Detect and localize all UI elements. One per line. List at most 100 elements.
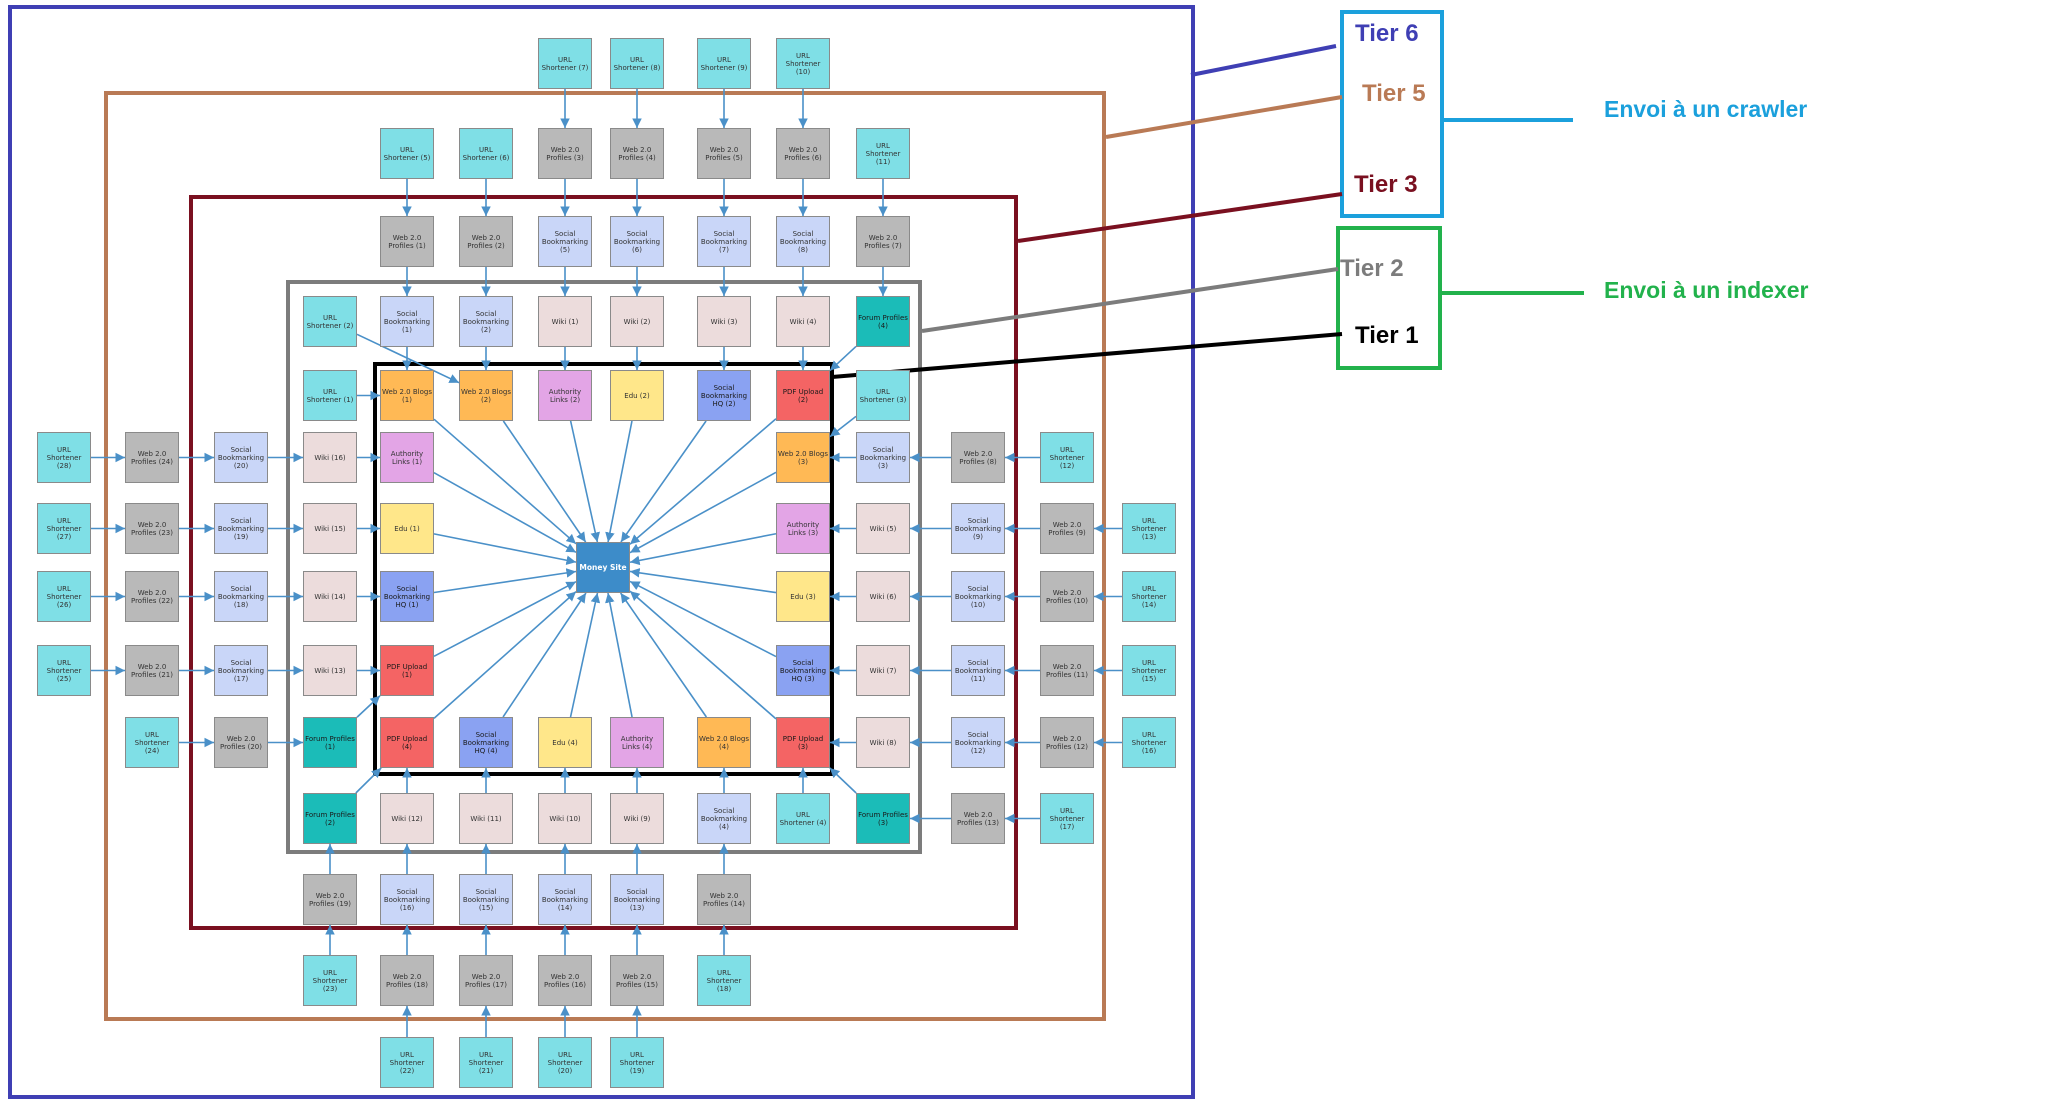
web20-profiles-node: Web 2.0 Profiles (19)	[303, 874, 357, 925]
node-label: Social Bookmarking (19)	[217, 516, 265, 541]
link-arrow	[829, 767, 857, 794]
crawler-label: Envoi à un crawler	[1604, 96, 1808, 122]
node-label: Edu (4)	[552, 738, 578, 747]
node-label: Web 2.0 Profiles (12)	[1045, 734, 1088, 751]
wiki-node: Wiki (5)	[856, 503, 910, 554]
web20-profiles-node: Web 2.0 Profiles (8)	[951, 432, 1005, 483]
tier3-label: Tier 3	[1354, 171, 1418, 198]
tier1-boundary	[373, 362, 834, 776]
node-label: Social Bookmarking (8)	[779, 229, 827, 254]
node-label: Web 2.0 Profiles (22)	[130, 588, 173, 605]
node-label: Social Bookmarking (10)	[954, 584, 1002, 609]
link-arrow	[433, 580, 577, 658]
web20-profiles-node: Web 2.0 Profiles (23)	[125, 503, 179, 554]
url-shortener-node: URL Shortener (28)	[37, 432, 91, 483]
node-label: URL Shortener (24)	[134, 730, 170, 755]
node-label: Web 2.0 Profiles (4)	[618, 145, 656, 162]
tier2-label: Tier 2	[1340, 255, 1404, 282]
node-label: Social Bookmarking (1)	[383, 309, 431, 334]
wiki-node: Wiki (4)	[776, 296, 830, 347]
node-label: Web 2.0 Profiles (7)	[864, 233, 902, 250]
node-label: Authority Links (1)	[390, 449, 424, 466]
node-label: Web 2.0 Profiles (2)	[467, 233, 505, 250]
url-shortener-node: URL Shortener (21)	[459, 1037, 513, 1088]
url-shortener-node: URL Shortener (12)	[1040, 432, 1094, 483]
node-label: URL Shortener (6)	[462, 145, 510, 162]
money-site-label: Money Site	[579, 562, 627, 572]
node-label: URL Shortener (17)	[1049, 806, 1085, 831]
link-arrow	[433, 533, 577, 565]
edu-node: Edu (1)	[380, 503, 434, 554]
url-shortener-node: URL Shortener (22)	[380, 1037, 434, 1088]
social-bookmarking-node: Social Bookmarking (6)	[610, 216, 664, 267]
node-label: Wiki (8)	[869, 738, 897, 747]
wiki-node: Wiki (7)	[856, 645, 910, 696]
node-label: Wiki (3)	[710, 317, 738, 326]
url-shortener-node: URL Shortener (8)	[610, 38, 664, 89]
url-shortener-node: URL Shortener (3)	[856, 370, 910, 421]
web20-profiles-node: Web 2.0 Profiles (4)	[610, 128, 664, 179]
tier6-leader	[1190, 44, 1337, 77]
link-arrow	[355, 767, 382, 794]
web20-profiles-node: Web 2.0 Profiles (10)	[1040, 571, 1094, 622]
authority-links-node: Authority Links (3)	[776, 503, 830, 554]
indexer-group-box	[1336, 226, 1442, 370]
money-site-node: Money Site	[576, 542, 630, 593]
web20-blogs-node: Web 2.0 Blogs (4)	[697, 717, 751, 768]
node-label: Wiki (16)	[314, 453, 346, 462]
node-label: URL Shortener (22)	[389, 1050, 425, 1075]
node-label: Social Bookmarking HQ (1)	[383, 584, 431, 609]
node-label: URL Shortener (4)	[779, 810, 827, 827]
node-label: Social Bookmarking (3)	[859, 445, 907, 470]
link-arrow	[629, 532, 777, 566]
link-arrow	[629, 590, 777, 720]
web20-profiles-node: Web 2.0 Profiles (3)	[538, 128, 592, 179]
social-bookmarking-hq-node: Social Bookmarking HQ (4)	[459, 717, 513, 768]
web20-profiles-node: Web 2.0 Profiles (18)	[380, 955, 434, 1006]
node-label: Social Bookmarking (13)	[613, 887, 661, 912]
node-label: Social Bookmarking (20)	[217, 445, 265, 470]
url-shortener-node: URL Shortener (16)	[1122, 717, 1176, 768]
web20-profiles-node: Web 2.0 Profiles (6)	[776, 128, 830, 179]
node-label: URL Shortener (11)	[865, 141, 901, 166]
node-label: Wiki (4)	[789, 317, 817, 326]
node-label: PDF Upload (1)	[386, 662, 428, 679]
web20-profiles-node: Web 2.0 Profiles (13)	[951, 793, 1005, 844]
node-label: Web 2.0 Profiles (10)	[1045, 588, 1088, 605]
pdf-upload-node: PDF Upload (3)	[776, 717, 830, 768]
url-shortener-node: URL Shortener (26)	[37, 571, 91, 622]
link-arrow	[829, 345, 857, 372]
url-shortener-node: URL Shortener (4)	[776, 793, 830, 844]
node-label: URL Shortener (9)	[700, 55, 748, 72]
wiki-node: Wiki (16)	[303, 432, 357, 483]
web20-profiles-node: Web 2.0 Profiles (17)	[459, 955, 513, 1006]
edu-node: Edu (4)	[538, 717, 592, 768]
node-label: URL Shortener (13)	[1131, 516, 1167, 541]
social-bookmarking-node: Social Bookmarking (13)	[610, 874, 664, 925]
node-label: Wiki (6)	[869, 592, 897, 601]
node-label: Social Bookmarking (6)	[613, 229, 661, 254]
authority-links-node: Authority Links (4)	[610, 717, 664, 768]
web20-profiles-node: Web 2.0 Profiles (7)	[856, 216, 910, 267]
url-shortener-node: URL Shortener (18)	[697, 955, 751, 1006]
link-arrow	[605, 420, 633, 543]
node-label: Social Bookmarking (5)	[541, 229, 589, 254]
node-label: URL Shortener (25)	[46, 658, 82, 683]
node-label: Social Bookmarking (14)	[541, 887, 589, 912]
web20-profiles-node: Web 2.0 Profiles (15)	[610, 955, 664, 1006]
social-bookmarking-hq-node: Social Bookmarking HQ (1)	[380, 571, 434, 622]
node-label: Edu (3)	[790, 592, 816, 601]
url-shortener-node: URL Shortener (25)	[37, 645, 91, 696]
node-label: URL Shortener (27)	[46, 516, 82, 541]
link-arrow	[619, 592, 708, 718]
wiki-node: Wiki (15)	[303, 503, 357, 554]
tier5-leader	[1105, 95, 1343, 139]
forum-profiles-node: Forum Profiles (3)	[856, 793, 910, 844]
tier3-boundary	[189, 195, 1018, 930]
node-label: URL Shortener (18)	[706, 968, 742, 993]
url-shortener-node: URL Shortener (14)	[1122, 571, 1176, 622]
node-label: URL Shortener (19)	[619, 1050, 655, 1075]
node-label: PDF Upload (4)	[386, 734, 428, 751]
web20-blogs-node: Web 2.0 Blogs (3)	[776, 432, 830, 483]
url-shortener-node: URL Shortener (20)	[538, 1037, 592, 1088]
